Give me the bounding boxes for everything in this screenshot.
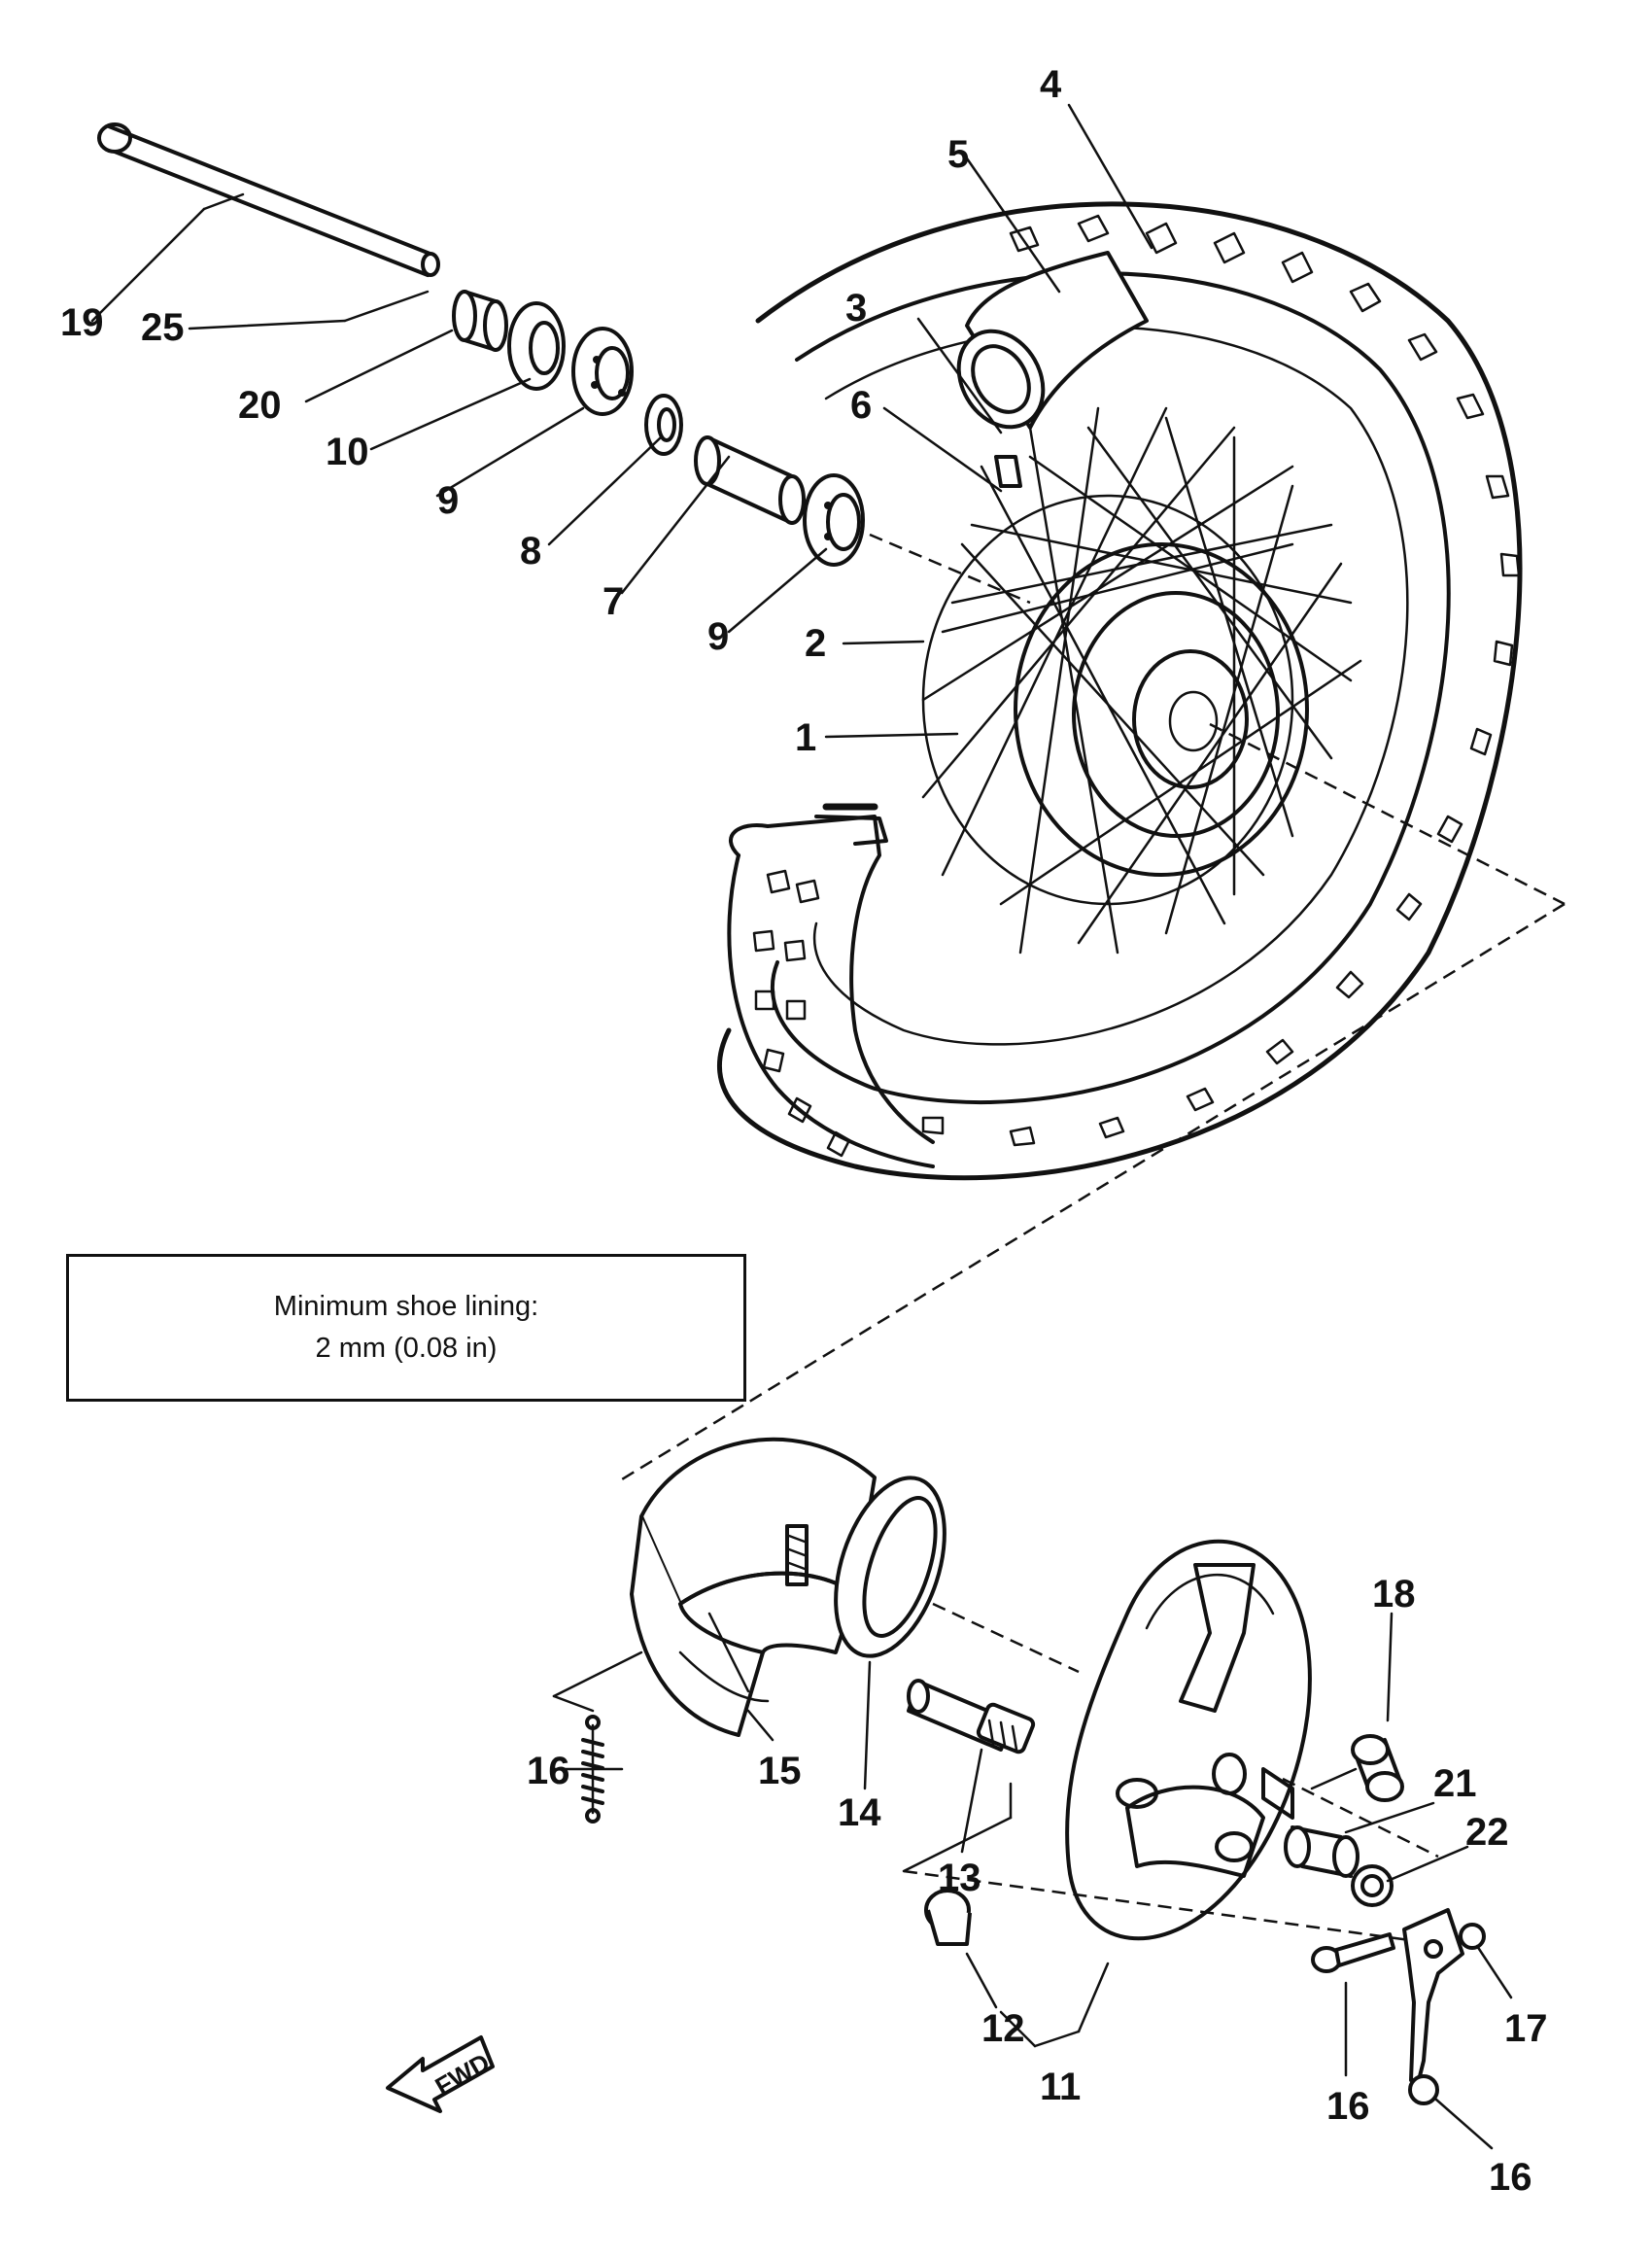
callout-15: 15 xyxy=(758,1750,802,1792)
note-line-2: 2 mm (0.08 in) xyxy=(315,1333,498,1364)
callout-18: 16 xyxy=(1326,2085,1370,2128)
spacer-part xyxy=(452,290,508,352)
callout-1: 1 xyxy=(795,716,816,759)
callout-9-lower: 9 xyxy=(707,615,729,658)
callout-14: 14 xyxy=(838,1791,881,1834)
shaft-spacer-part xyxy=(1284,1825,1359,1878)
brake-panel-part xyxy=(1065,1539,1312,1941)
callout-labels: 19 25 20 10 9 8 7 9 2 1 6 3 5 4 18 21 22… xyxy=(60,63,1548,2199)
hub-spacer-part xyxy=(694,435,806,525)
wheel-assembly xyxy=(717,201,1523,1181)
camshaft-part xyxy=(907,1602,1080,1754)
brake-shoe-part xyxy=(630,1437,877,1737)
callout-20: 18 xyxy=(1372,1573,1416,1615)
callout-3: 3 xyxy=(845,287,867,330)
callout-13: 13 xyxy=(938,1857,981,1899)
spring-part xyxy=(581,1715,604,1824)
bearing-part xyxy=(803,473,865,567)
callout-21: 19 xyxy=(60,301,104,344)
callout-16: 16 xyxy=(527,1750,570,1792)
callout-12: 12 xyxy=(981,2007,1025,2050)
oil-seal-part xyxy=(507,301,566,391)
plug-part xyxy=(924,1889,972,1946)
specification-note: Minimum shoe lining: 2 mm (0.08 in) xyxy=(66,1254,746,1402)
callout-11: 11 xyxy=(1040,2066,1081,2108)
bolt-part xyxy=(1311,1932,1395,1973)
bushing-part xyxy=(1351,1734,1404,1802)
callout-25: 25 xyxy=(141,306,185,349)
callout-9-upper: 9 xyxy=(437,479,459,522)
callout-22: 20 xyxy=(238,384,282,427)
callout-7: 7 xyxy=(602,580,624,623)
spacer-flange-part xyxy=(644,394,683,456)
nut-part xyxy=(1351,1864,1394,1907)
axle-part xyxy=(97,122,440,277)
leader-lines xyxy=(90,103,1513,2150)
dust-seal-part xyxy=(834,1476,946,1658)
callout-8: 8 xyxy=(520,530,541,573)
cam-lever-part xyxy=(1402,1908,1464,2105)
callout-5: 5 xyxy=(947,133,969,176)
note-line-1: Minimum shoe lining: xyxy=(273,1290,539,1322)
callout-2: 2 xyxy=(805,622,826,665)
callout-10: 10 xyxy=(326,431,369,473)
callout-17: 16 xyxy=(1489,2156,1532,2199)
callout-24: 22 xyxy=(1465,1811,1509,1854)
bearing-part xyxy=(571,327,634,416)
callout-6: 6 xyxy=(850,384,872,427)
fwd-arrow-icon: FWD xyxy=(386,2035,495,2113)
callout-19: 17 xyxy=(1504,2007,1548,2050)
nut-part xyxy=(1459,1923,1486,1950)
callout-4: 4 xyxy=(1040,63,1062,106)
callout-23: 21 xyxy=(1433,1762,1477,1805)
